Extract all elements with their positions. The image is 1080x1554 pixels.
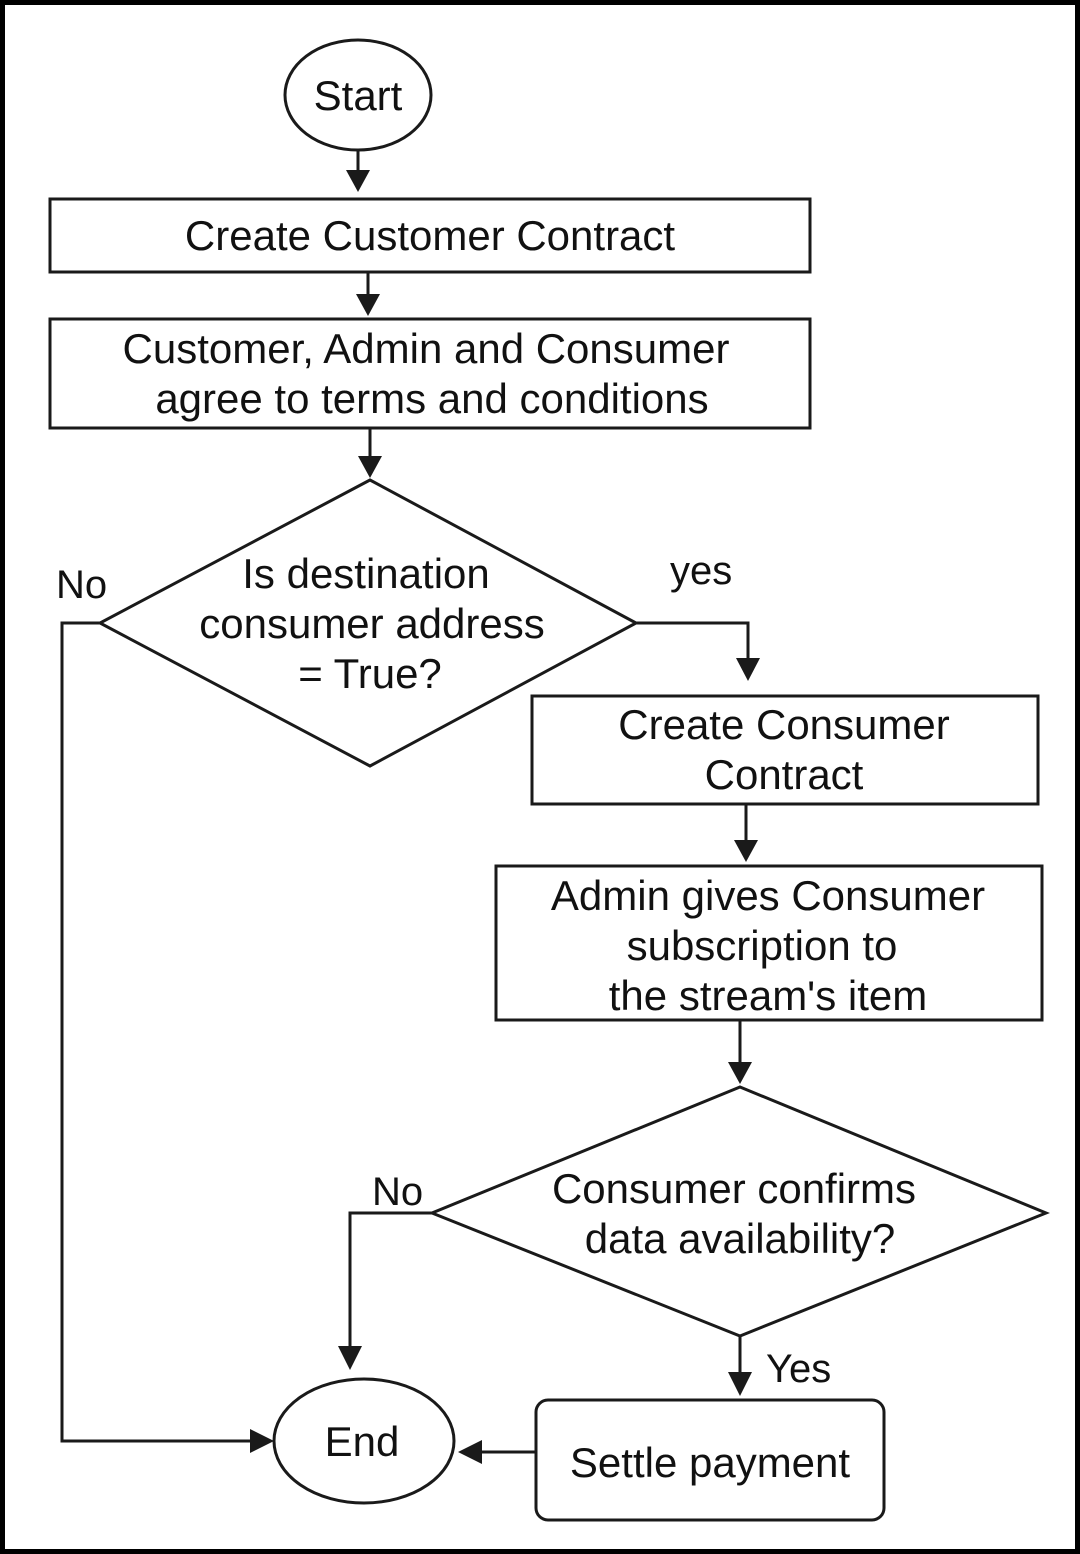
destination-decision-label-line-2: consumer address xyxy=(199,600,545,647)
destination-decision-label-line-3: = True? xyxy=(298,650,442,697)
edge-labels: No yes No Yes xyxy=(56,549,831,1391)
arrowhead-destination-decision xyxy=(358,456,382,478)
arrowhead-create-customer-contract xyxy=(346,170,370,192)
admin-subscription-label-line-3: the stream's item xyxy=(609,972,927,1019)
destination-yes-label: yes xyxy=(670,549,732,593)
settle-payment-node xyxy=(534,1398,886,1522)
start-label: Start xyxy=(314,72,403,119)
destination-no-label: No xyxy=(56,563,107,607)
destination-decision-node xyxy=(96,478,640,768)
availability-no-label: No xyxy=(372,1170,423,1214)
settle-payment-label: Settle payment xyxy=(570,1439,850,1486)
arrowhead-admin-subscription xyxy=(734,840,758,862)
end-node xyxy=(272,1377,456,1505)
arrowhead-agree-terms xyxy=(356,294,380,316)
arrowhead-create-consumer-contract xyxy=(736,658,760,681)
arrowhead-end-from-left xyxy=(250,1429,274,1453)
availability-decision-label-line-2: data availability? xyxy=(585,1215,896,1262)
create-customer-contract-node xyxy=(48,197,812,274)
admin-subscription-node xyxy=(494,864,1044,1022)
admin-subscription-label-line-2: subscription to xyxy=(627,922,898,969)
start-node xyxy=(283,38,433,152)
create-customer-contract-label: Create Customer Contract xyxy=(185,212,676,259)
agree-terms-label-line-2: agree to terms and conditions xyxy=(155,375,708,422)
destination-decision-label-line-1: Is destination xyxy=(242,550,490,597)
node-labels: Start Create Customer Contract Customer,… xyxy=(123,72,986,1486)
arrowhead-end-from-top xyxy=(338,1346,362,1370)
arrowhead-end-from-right xyxy=(458,1440,482,1464)
agree-terms-label-line-1: Customer, Admin and Consumer xyxy=(123,325,730,372)
availability-yes-label: Yes xyxy=(766,1347,831,1391)
create-consumer-contract-node xyxy=(530,694,1040,806)
availability-decision-label-line-1: Consumer confirms xyxy=(552,1165,916,1212)
end-label: End xyxy=(325,1418,400,1465)
edge-availability-no xyxy=(348,1211,432,1352)
arrowhead-settle-payment xyxy=(728,1372,752,1396)
admin-subscription-label-line-1: Admin gives Consumer xyxy=(551,872,985,919)
edge-destination-no xyxy=(60,621,256,1443)
availability-decision-node xyxy=(427,1085,1050,1338)
agree-terms-node xyxy=(48,317,812,430)
create-consumer-contract-label-line-2: Contract xyxy=(705,751,864,798)
arrowhead-availability-decision xyxy=(728,1062,752,1084)
create-consumer-contract-label-line-1: Create Consumer xyxy=(618,701,949,748)
connectors xyxy=(60,150,760,1464)
nodes xyxy=(48,38,1050,1522)
edge-destination-yes xyxy=(636,621,750,664)
